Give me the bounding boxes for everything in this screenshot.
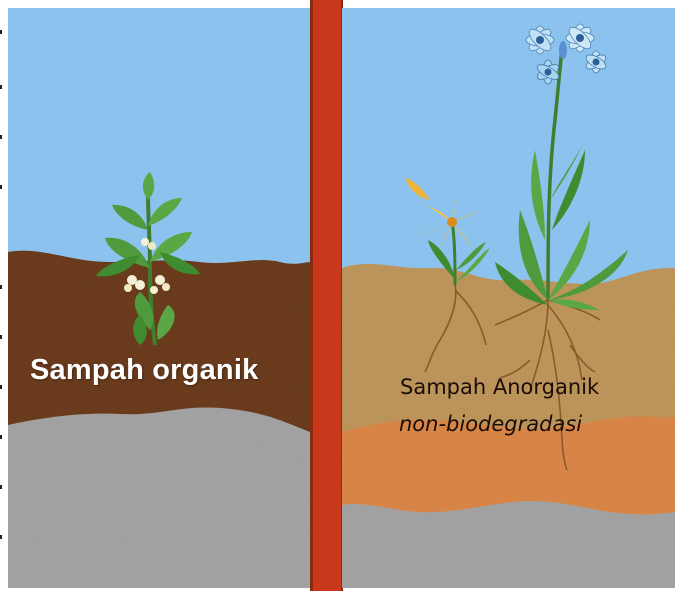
organic-waste-label: Sampah organik	[30, 354, 258, 387]
right-rock-layer	[342, 501, 675, 588]
divider-bar	[312, 0, 342, 591]
divider-edge-left	[310, 0, 313, 591]
non-biodegradable-label: non-biodegradasi	[399, 412, 582, 436]
left-margin-dots	[0, 30, 2, 539]
right-panel	[342, 8, 675, 588]
left-rock-layer	[8, 407, 310, 588]
inorganic-waste-label: Sampah Anorganik	[400, 375, 599, 399]
left-panel	[8, 8, 310, 588]
